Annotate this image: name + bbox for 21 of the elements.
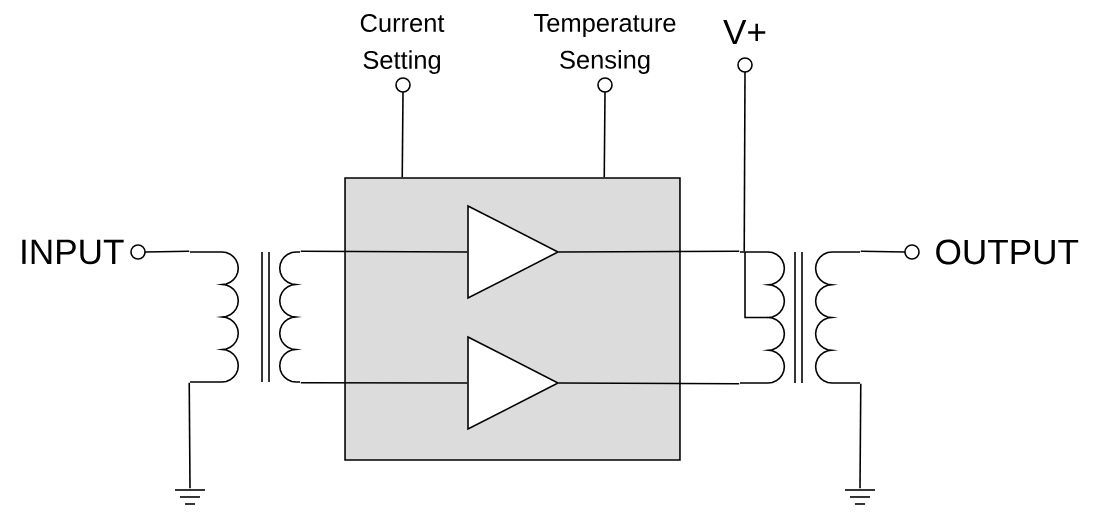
terminal-label: Current Setting xyxy=(360,14,445,93)
wire xyxy=(860,250,906,253)
wire xyxy=(144,250,190,253)
wire xyxy=(300,250,469,253)
ground-symbol xyxy=(844,489,876,505)
ground-symbol xyxy=(174,489,206,505)
wire xyxy=(188,381,191,489)
terminal-label: OUTPUT xyxy=(904,239,1079,265)
wire xyxy=(300,381,469,384)
wire xyxy=(603,91,606,178)
terminal-label: INPUT xyxy=(22,239,146,265)
wire xyxy=(859,382,862,489)
terminal-label: V+ xyxy=(723,19,766,73)
wire xyxy=(558,382,740,385)
wire xyxy=(743,71,746,252)
transformer-drawing xyxy=(739,251,861,384)
chip-box xyxy=(344,177,681,461)
terminal-label: Temperature Sensing xyxy=(534,14,676,93)
wire xyxy=(558,250,740,253)
transformer-drawing xyxy=(189,251,303,383)
wire xyxy=(401,91,404,178)
